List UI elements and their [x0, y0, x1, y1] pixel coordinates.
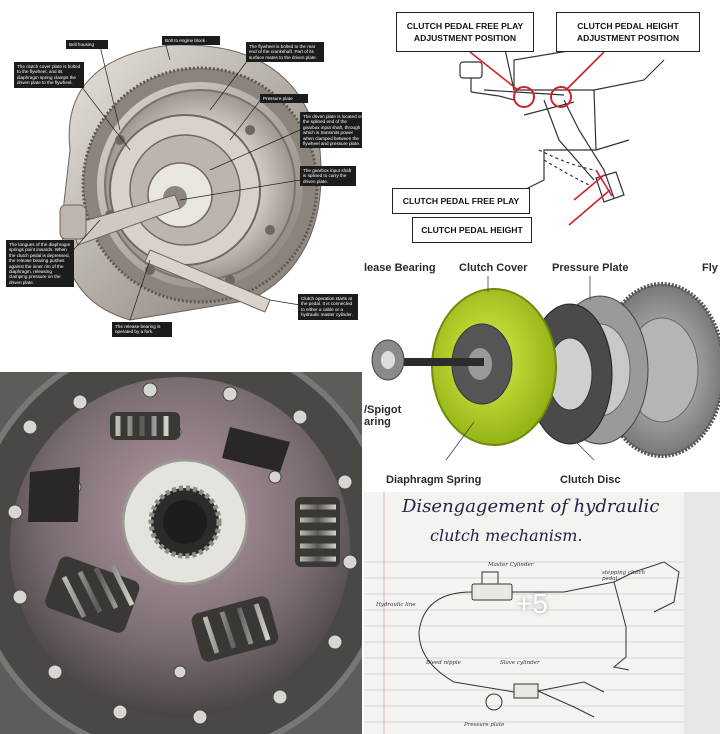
callout-clutch-operation: Clutch operation starts at the pedal. It… [298, 294, 358, 320]
label-master-cylinder: Master Cylinder [488, 562, 534, 568]
pedal-diagram-image[interactable]: CLUTCH PEDAL FREE PLAY ADJUSTMENT POSITI… [364, 0, 720, 250]
notebook-page [364, 492, 720, 734]
callout-driven-plate: The driven plate is located on the splin… [300, 112, 362, 149]
label-slave-cylinder: Slave cylinder [500, 660, 540, 666]
clutch-cutaway-image[interactable]: Bell housing Bolt to engine block The cl… [0, 0, 362, 370]
exploded-clutch-kit-image[interactable]: lease Bearing Clutch Cover Pressure Plat… [364, 252, 720, 490]
callout-bolt-engine-block: Bolt to engine block [162, 36, 220, 46]
callout-clutch-cover-plate: The clutch cover plate is bolted to the … [14, 62, 84, 88]
label-pressure-plate-sketch: Pressure plate [464, 722, 505, 728]
label-clutch-cover: Clutch Cover [459, 262, 528, 274]
label-spigot-bearing: /Spigot aring [364, 404, 402, 428]
label-flywheel: Fly [702, 262, 718, 274]
pedal-mechanism-drawing [459, 44, 665, 226]
label-release-bearing: lease Bearing [364, 262, 436, 274]
notebook-title-line-2: clutch mechanism. [430, 526, 583, 545]
callout-flywheel: The flywheel is bolted to the rear end o… [246, 42, 324, 63]
exploded-clutch-render [371, 276, 720, 461]
label-free-play-adjustment: CLUTCH PEDAL FREE PLAY ADJUSTMENT POSITI… [396, 12, 534, 52]
label-diaphragm-spring: Diaphragm Spring [386, 474, 482, 486]
label-pressure-plate: Pressure Plate [552, 262, 629, 274]
callout-release-bearing: The release bearing is operated by a for… [112, 322, 172, 337]
clutch-disc-closeup [0, 372, 362, 734]
label-hydraulic-line: Hydraulic line [376, 602, 416, 608]
callout-diaphragm-springs: The tongues of the diaphragm springs poi… [6, 240, 74, 288]
label-stepping-clutch-pedal: stepping clutch pedal [602, 570, 646, 582]
notebook-sketch-image[interactable]: Disengagement of hydraulic clutch mechan… [364, 492, 720, 734]
callout-pressure-plate: Pressure plate [260, 94, 308, 104]
clutch-disc-photo[interactable] [0, 372, 362, 734]
callout-bell-housing: Bell housing [66, 40, 108, 50]
label-clutch-disc: Clutch Disc [560, 474, 621, 486]
more-photos-counter[interactable]: +5 [516, 588, 548, 619]
label-free-play: CLUTCH PEDAL FREE PLAY [392, 188, 530, 214]
label-height-adjustment: CLUTCH PEDAL HEIGHT ADJUSTMENT POSITION [556, 12, 700, 52]
notebook-title-line-1: Disengagement of hydraulic [402, 496, 660, 517]
label-bleed-nipple: Bleed nipple [426, 660, 461, 666]
callout-gearbox-input-shaft: The gearbox input shaft is splined to ca… [300, 166, 356, 187]
clutch-cutaway-illustration [59, 41, 322, 321]
label-pedal-height: CLUTCH PEDAL HEIGHT [412, 217, 532, 243]
